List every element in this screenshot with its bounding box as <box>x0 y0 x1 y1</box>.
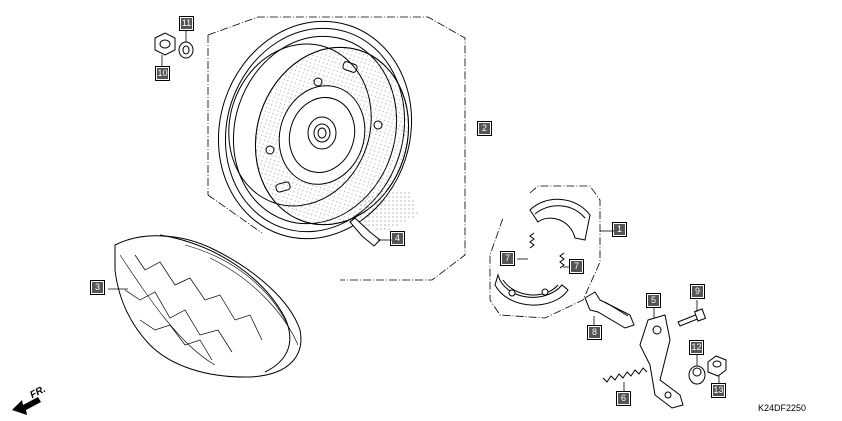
callout-part-6[interactable]: 6 <box>616 391 631 406</box>
brake-arm <box>639 314 684 409</box>
wheel-rim <box>217 20 413 240</box>
adjusting-nut <box>707 355 727 377</box>
callout-part-3[interactable]: 3 <box>90 280 105 295</box>
callout-part-5[interactable]: 5 <box>646 293 661 308</box>
axle-washer <box>178 41 194 59</box>
callout-part-4[interactable]: 4 <box>390 231 405 246</box>
brake-shoe-outline <box>489 185 601 319</box>
callout-part-12[interactable]: 12 <box>689 340 704 355</box>
callout-part-8[interactable]: 8 <box>587 325 602 340</box>
callout-part-7-left[interactable]: 7 <box>500 251 515 266</box>
diagram-code: K24DF2250 <box>758 403 807 413</box>
front-direction-arrow <box>12 397 41 415</box>
callout-part-1[interactable]: 1 <box>612 222 627 237</box>
arm-bolt <box>677 308 707 327</box>
brake-cam <box>584 291 635 329</box>
brake-shoe-lower <box>494 273 569 306</box>
callout-part-10[interactable]: 10 <box>155 66 170 81</box>
callout-part-2[interactable]: 2 <box>477 121 492 136</box>
callout-part-13[interactable]: 13 <box>711 383 726 398</box>
tire <box>114 234 302 378</box>
rim-shading <box>360 190 418 232</box>
return-spring <box>602 367 648 383</box>
callout-part-7-right[interactable]: 7 <box>569 259 584 274</box>
brake-springs <box>529 232 565 269</box>
brake-shoe-upper <box>529 198 591 241</box>
callout-part-11[interactable]: 11 <box>179 16 194 31</box>
wheel-assembly-outline <box>207 16 466 281</box>
brake-rod-joint <box>688 365 706 385</box>
valve-stem <box>349 217 381 247</box>
axle-nut <box>154 32 176 56</box>
callout-part-9[interactable]: 9 <box>690 284 705 299</box>
